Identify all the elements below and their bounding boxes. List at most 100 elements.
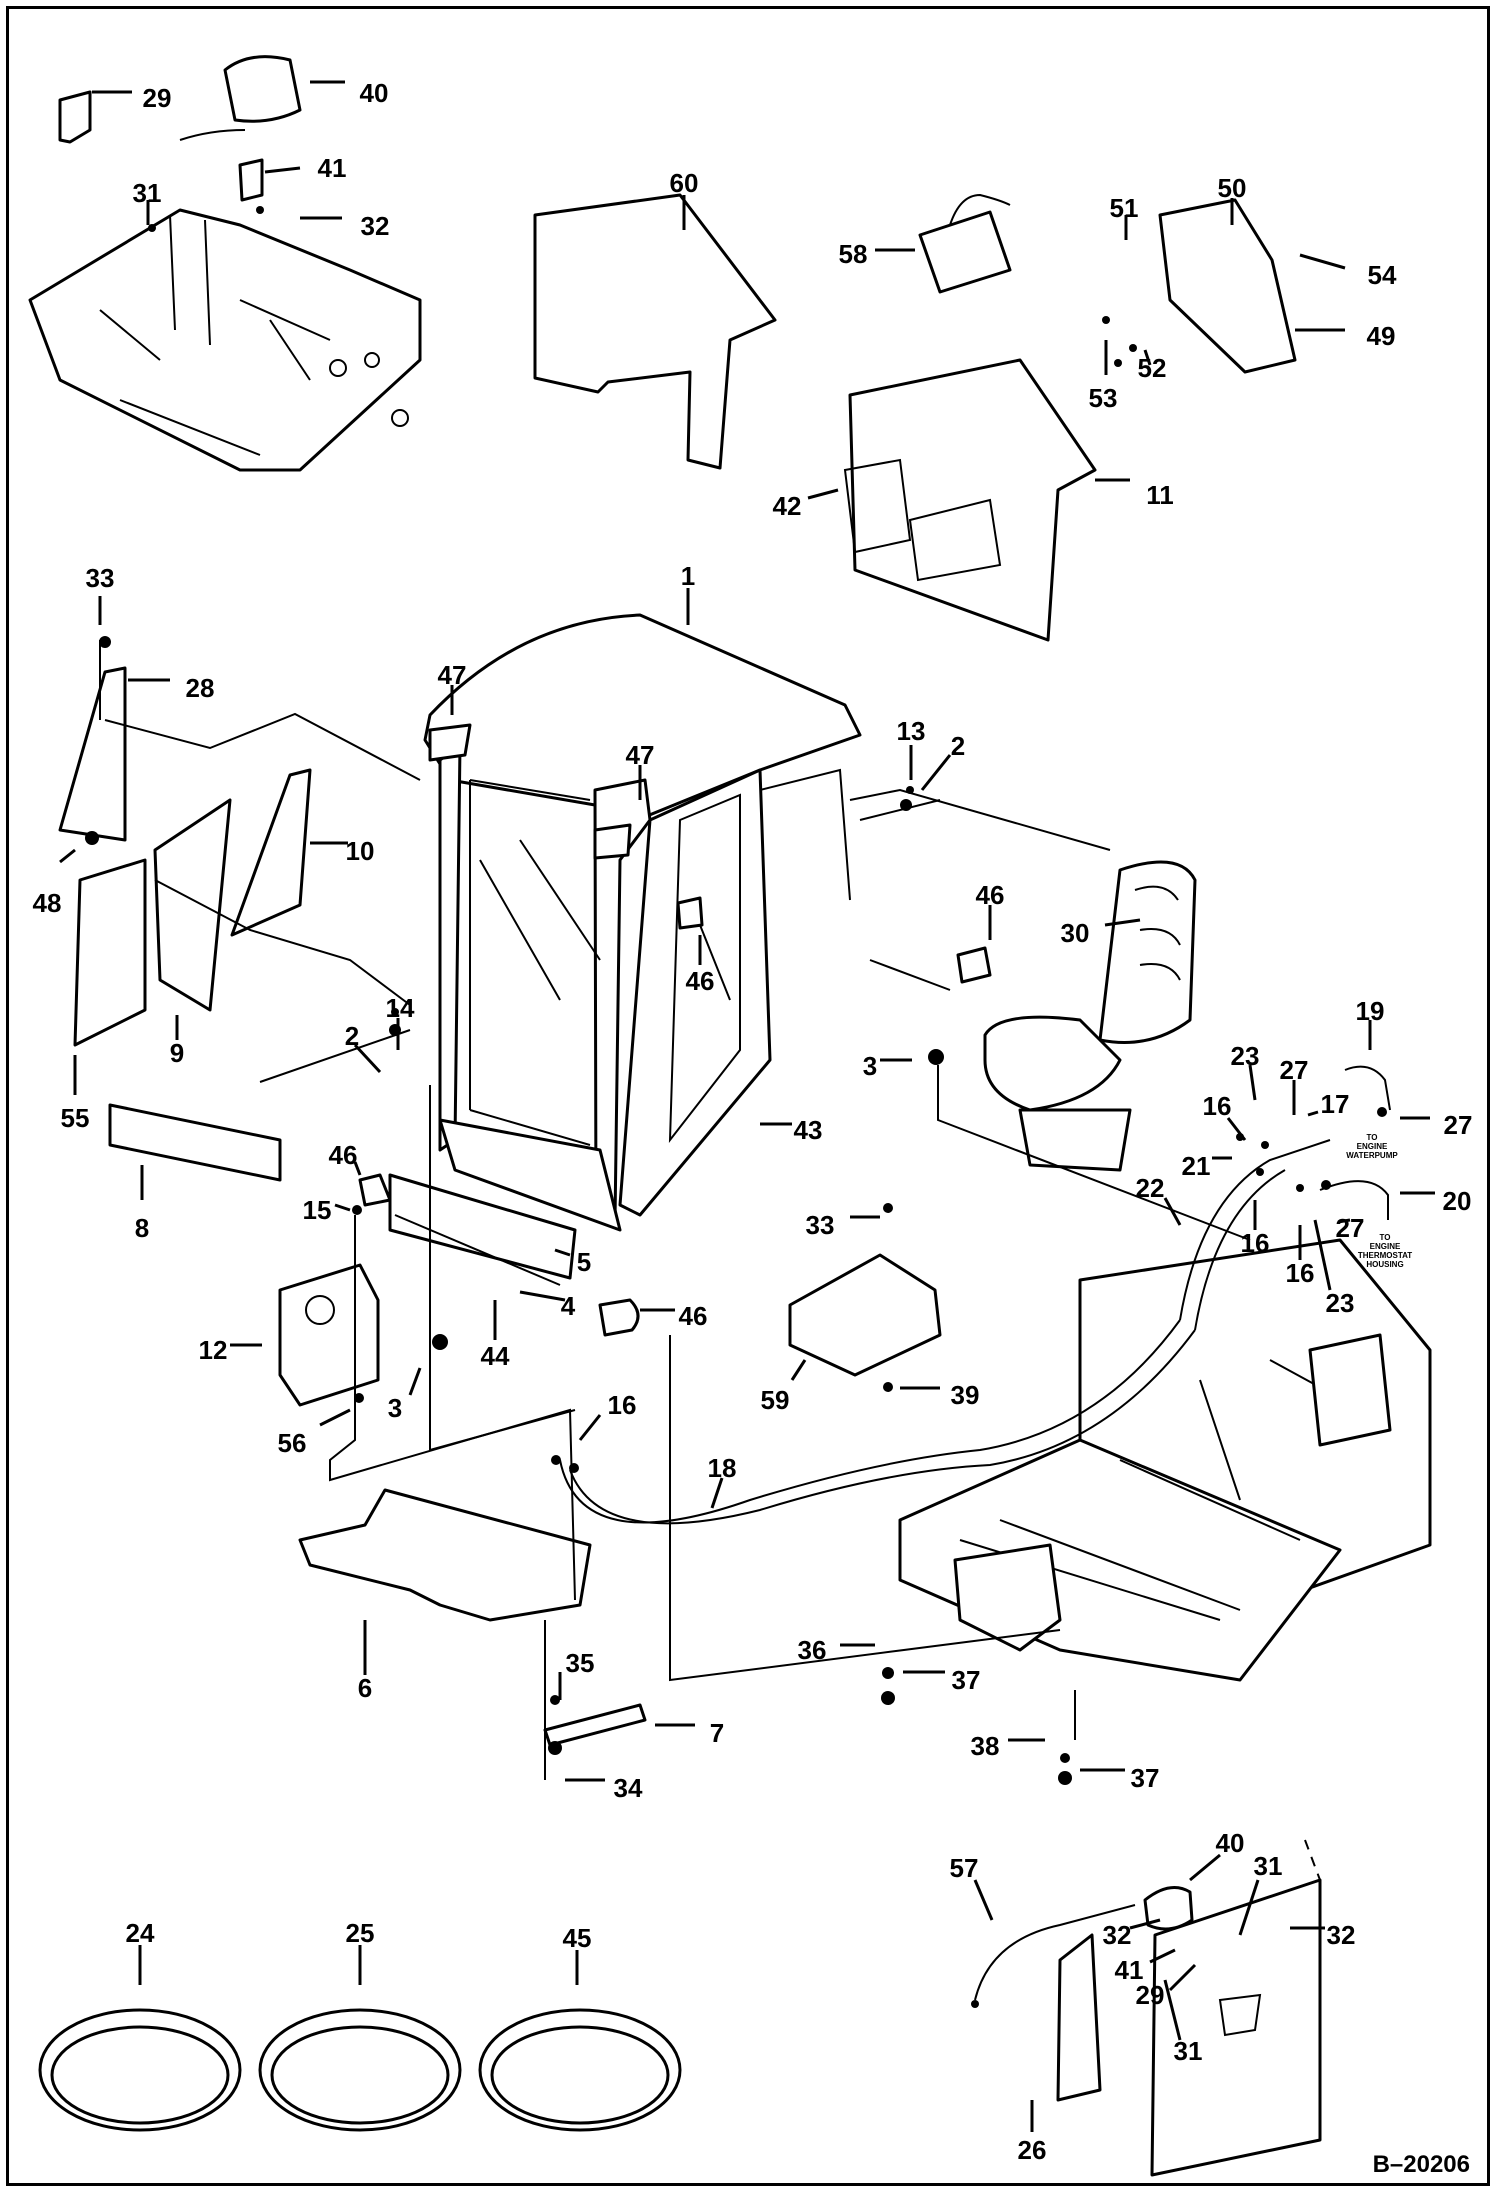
- part-callout-16: 16: [1241, 1228, 1270, 1258]
- note-thermostat-2: ENGINE: [1370, 1242, 1401, 1251]
- part-callout-6: 6: [358, 1673, 372, 1703]
- part-callout-9: 9: [170, 1038, 184, 1068]
- part-callout-16: 16: [1203, 1091, 1232, 1121]
- note-waterpump-3: WATERPUMP: [1346, 1151, 1398, 1160]
- note-waterpump-2: ENGINE: [1357, 1142, 1388, 1151]
- part-callout-23: 23: [1231, 1041, 1260, 1071]
- part-callout-28: 28: [186, 673, 215, 703]
- part-callout-18: 18: [708, 1453, 737, 1483]
- panel-55: [73, 858, 147, 1047]
- callout-leader: [973, 1879, 994, 1921]
- part-callout-34: 34: [614, 1773, 643, 1803]
- part-callout-16: 16: [608, 1390, 637, 1420]
- part-callout-41: 41: [318, 153, 347, 183]
- callout-leader: [319, 1408, 351, 1427]
- part-callout-60: 60: [670, 168, 699, 198]
- part-callout-43: 43: [794, 1115, 823, 1145]
- part-callout-39: 39: [951, 1380, 980, 1410]
- callout-leader: [59, 848, 76, 864]
- part-callout-11: 11: [1146, 480, 1174, 510]
- part-callout-4: 4: [561, 1291, 576, 1321]
- part-callout-50: 50: [1218, 173, 1247, 203]
- part-callout-55: 55: [61, 1103, 90, 1133]
- part-callout-36: 36: [798, 1635, 827, 1665]
- panel-10: [230, 768, 312, 937]
- part-callout-47: 47: [626, 740, 655, 770]
- callout-leader: [920, 754, 952, 791]
- part-callout-38: 38: [971, 1731, 1000, 1761]
- note-waterpump-1: TO: [1367, 1133, 1378, 1142]
- note-thermostat-3: THERMOSTAT: [1358, 1251, 1412, 1260]
- drawing-number: B–20206: [1373, 2151, 1470, 2178]
- bracket-5: [388, 1173, 577, 1280]
- callout-leader: [1149, 1948, 1176, 1964]
- part-callout-32: 32: [1103, 1920, 1132, 1950]
- panel-9: [153, 798, 232, 1012]
- frame-top-inset: [28, 208, 422, 472]
- part-callout-31: 31: [133, 178, 162, 208]
- callout-leader: [334, 1203, 351, 1212]
- callout-leader: [353, 1161, 362, 1176]
- part-callout-15: 15: [303, 1195, 332, 1225]
- panel-49-50: [1158, 198, 1297, 374]
- callout-leader: [1163, 1979, 1182, 2041]
- part-callout-12: 12: [199, 1335, 228, 1365]
- part-callout-53: 53: [1089, 383, 1118, 413]
- part-callout-58: 58: [839, 239, 868, 269]
- part-callout-23: 23: [1326, 1288, 1355, 1318]
- part-callout-46: 46: [329, 1140, 358, 1170]
- part-callout-20: 20: [1443, 1186, 1472, 1216]
- callout-leader: [1299, 253, 1346, 270]
- cab-assembly-1: [423, 613, 862, 1232]
- part-callout-37: 37: [952, 1665, 981, 1695]
- part-callout-31: 31: [1254, 1851, 1283, 1881]
- hose-notes: TO ENGINE WATERPUMP TO ENGINE THERMOSTAT…: [1346, 1133, 1412, 1269]
- part-callout-5: 5: [577, 1247, 591, 1277]
- part-callout-42: 42: [773, 491, 802, 521]
- callout-leader: [1189, 1853, 1221, 1882]
- strap-7: [543, 1703, 647, 1747]
- part-callout-21: 21: [1182, 1151, 1211, 1181]
- callout-leader: [408, 1367, 422, 1396]
- part-callout-31: 31: [1174, 2036, 1203, 2066]
- note-thermostat-1: TO: [1380, 1233, 1391, 1242]
- part-callout-41: 41: [1115, 1955, 1144, 1985]
- callout-leader: [790, 1359, 807, 1381]
- part-callout-57: 57: [950, 1853, 979, 1883]
- part-callout-45: 45: [563, 1923, 592, 1953]
- part-callout-24: 24: [126, 1918, 155, 1948]
- part-callout-10: 10: [346, 836, 375, 866]
- callout-leader: [353, 1043, 382, 1074]
- part-callout-13: 13: [897, 716, 926, 746]
- part-callout-30: 30: [1061, 918, 1090, 948]
- part-callout-32: 32: [1327, 1920, 1356, 1950]
- callout-leader: [1226, 1117, 1247, 1141]
- part-callout-46: 46: [686, 966, 715, 996]
- part-callout-33: 33: [806, 1210, 835, 1240]
- knob-46-left: [358, 1173, 392, 1207]
- part-callout-27: 27: [1336, 1213, 1365, 1243]
- part-callout-37: 37: [1131, 1763, 1160, 1793]
- part-callout-1: 1: [681, 561, 695, 591]
- callout-leader: [1337, 1218, 1351, 1224]
- callout-leader: [1163, 1197, 1182, 1226]
- part-callout-33: 33: [86, 563, 115, 593]
- callout-leader: [1129, 1918, 1161, 1930]
- part-callout-29: 29: [1136, 1980, 1165, 2010]
- part-callout-26: 26: [1018, 2135, 1047, 2165]
- knob-46-seat: [956, 946, 992, 984]
- tray-59: [788, 1253, 942, 1377]
- part-callout-14: 14: [386, 993, 415, 1023]
- part-callout-32: 32: [361, 211, 390, 241]
- part-callout-29: 29: [143, 83, 172, 113]
- seal-coils: [38, 2008, 682, 2132]
- inset-washer-mount: [28, 55, 422, 472]
- part-callout-35: 35: [566, 1648, 595, 1678]
- knob-46-low: [598, 1298, 640, 1337]
- part-callout-2: 2: [951, 731, 965, 761]
- callout-leader: [264, 166, 301, 174]
- fasteners: [85, 206, 1387, 2008]
- callout-leader: [1313, 1219, 1332, 1291]
- manual-holder-58: [918, 210, 1012, 294]
- part-callout-3: 3: [388, 1393, 402, 1423]
